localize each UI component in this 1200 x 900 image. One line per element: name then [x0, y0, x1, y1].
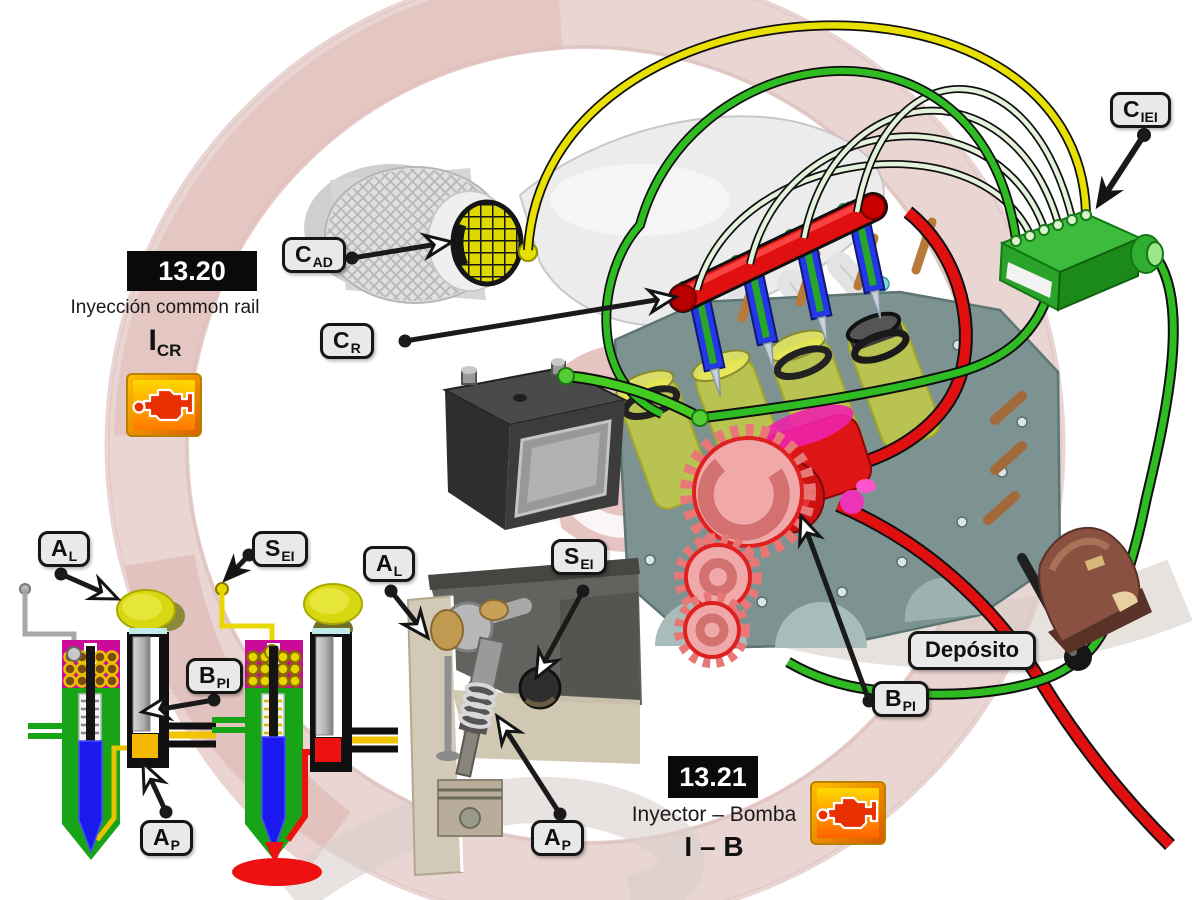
- callout-cad: CAD: [282, 237, 346, 274]
- callout-sei-mid: SEI: [551, 539, 607, 576]
- callout-al-main: A: [376, 550, 393, 576]
- figure-symbol-1320: ICR: [35, 324, 295, 360]
- callout-bpi-sub: PI: [902, 698, 916, 714]
- wiring-harness: [523, 20, 1179, 700]
- callout-sei-sub: EI: [580, 556, 594, 572]
- callout-ciei-sub: IEI: [1140, 109, 1158, 125]
- schematic-injector-injecting: [212, 582, 398, 886]
- callout-deposito: Depósito: [908, 631, 1037, 671]
- callout-al-mid: AL: [363, 546, 416, 583]
- check-engine-icon: [810, 780, 886, 851]
- figure-caption-1321: Inyector – Bomba: [631, 803, 797, 826]
- figure-symbol-main: I: [148, 324, 157, 357]
- callout-al-sub: L: [68, 548, 78, 564]
- callout-cr-main: C: [333, 327, 350, 353]
- callout-bpi-main: B: [885, 685, 902, 711]
- callout-ap-sub: P: [170, 837, 180, 853]
- callout-arrows: [54, 128, 1151, 821]
- callout-ap-main: A: [153, 824, 170, 850]
- figure-symbol-1321: I – B: [684, 831, 744, 862]
- callout-ciei: CIEI: [1110, 92, 1171, 129]
- callout-al-sub: L: [393, 563, 403, 579]
- figure-caption-1320: Inyección common rail: [70, 297, 260, 318]
- figure-symbol-sub: CR: [156, 341, 182, 360]
- callout-al-main: A: [51, 535, 68, 561]
- callout-ciei-main: C: [1123, 96, 1140, 122]
- callout-cr-sub: R: [350, 340, 361, 356]
- callout-ap-left: AP: [140, 820, 193, 857]
- callout-cr: CR: [320, 323, 374, 360]
- check-engine-icon: [126, 373, 202, 442]
- figure-number-badge-1321: 13.21: [668, 756, 758, 798]
- callout-cad-main: C: [295, 241, 312, 267]
- callout-bpi-sub: PI: [216, 675, 230, 691]
- gear-train: [674, 424, 816, 668]
- ecu-module: [998, 209, 1164, 312]
- callout-ap-main: A: [544, 824, 561, 850]
- figure-number-badge-1320: 13.20: [127, 251, 257, 291]
- callout-sei-left: SEI: [252, 531, 308, 568]
- common-rail: [668, 192, 888, 313]
- callout-sei-main: S: [564, 543, 580, 569]
- callout-al-left: AL: [38, 531, 91, 568]
- callout-bpi-left: BPI: [186, 658, 243, 695]
- callout-cad-sub: AD: [312, 254, 333, 270]
- callout-ap-mid: AP: [531, 820, 584, 857]
- callout-ap-sub: P: [561, 837, 571, 853]
- callout-sei-sub: EI: [281, 548, 295, 564]
- schematic-injector-closed: [19, 583, 216, 860]
- callout-bpi-main: B: [199, 662, 216, 688]
- shoe: [1038, 526, 1152, 654]
- callout-bpi-right: BPI: [872, 681, 929, 718]
- callout-sei-main: S: [265, 535, 281, 561]
